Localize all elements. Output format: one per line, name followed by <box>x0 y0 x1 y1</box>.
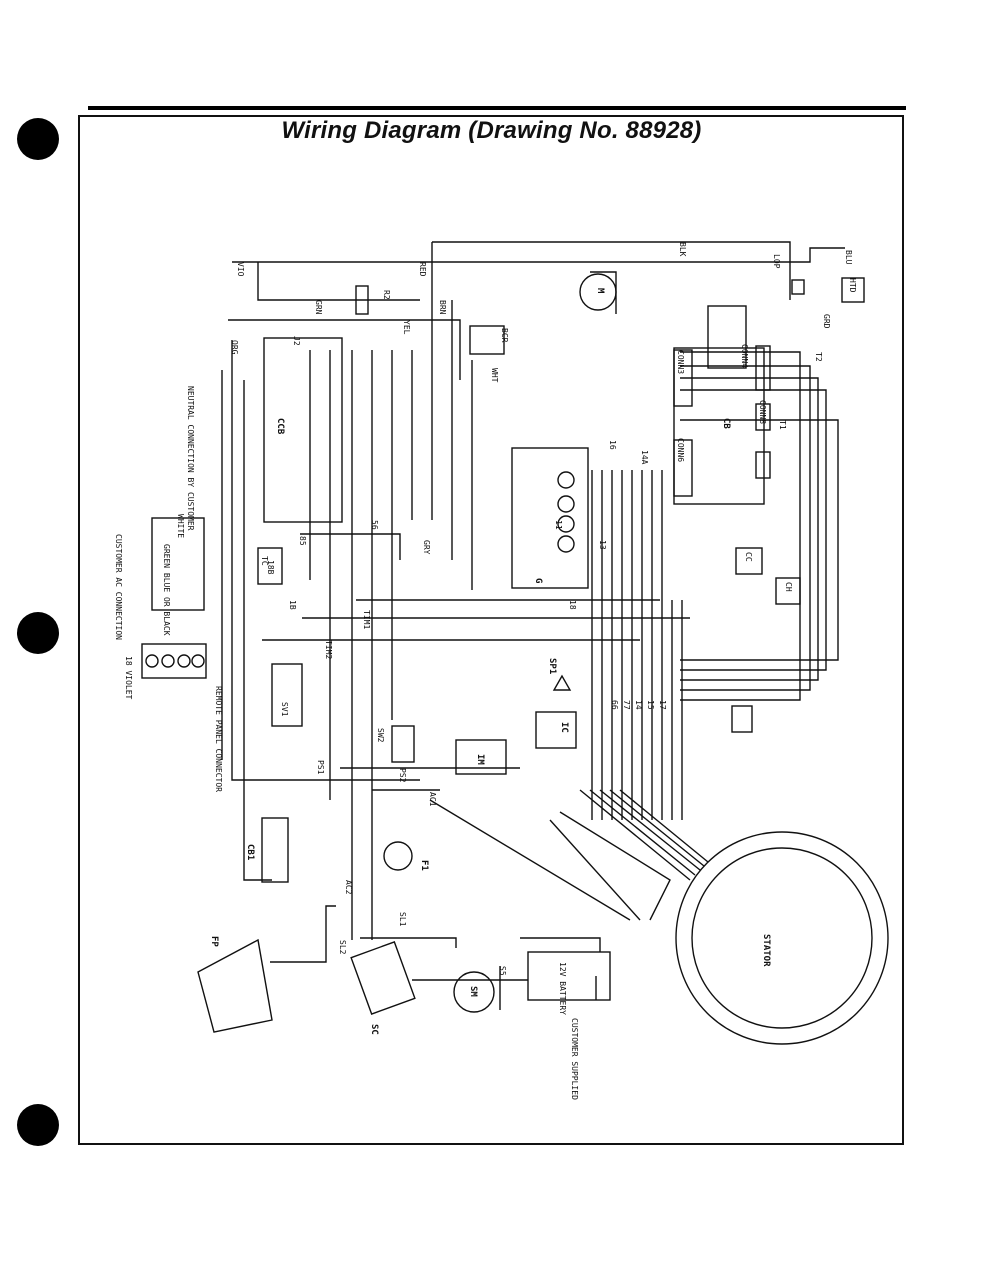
wire-label: AC2 <box>344 880 353 895</box>
wire-label: BLK <box>678 242 687 257</box>
wire-label: GRY <box>422 540 431 555</box>
ccb-label: CCB <box>275 418 285 435</box>
j2-label: J2 <box>292 336 301 346</box>
fuel-pump-label: FP <box>209 936 219 947</box>
wire-label: T2 <box>814 352 823 362</box>
governor-box <box>511 447 589 589</box>
f1-label: F1 <box>419 860 429 871</box>
wire-label: S5 <box>498 966 507 976</box>
tc-label: TC <box>260 556 269 566</box>
lop-label: LOP <box>772 254 781 269</box>
wire-label: 18 <box>568 600 577 610</box>
bcr-label: BCR <box>500 328 509 343</box>
battery <box>527 951 611 1001</box>
header-rule <box>88 106 906 110</box>
conn4-label: CONN4 <box>740 344 749 368</box>
sm-label: SM <box>468 986 478 997</box>
wire-label: T1 <box>778 420 787 430</box>
binder-hole-bottom <box>17 1104 59 1146</box>
neutral-label: NEUTRAL CONNECTION BY CUSTOMER <box>186 386 195 531</box>
battery-note: CUSTOMER SUPPLIED <box>570 1018 579 1100</box>
r2-label: R2 <box>382 290 391 300</box>
wire-label: 1B <box>288 600 297 610</box>
wire-label: 85 <box>298 536 307 546</box>
sp1-label: SP1 <box>547 658 557 674</box>
wire-label: SL1 <box>398 912 407 927</box>
stator-outer <box>675 831 889 1045</box>
remote-connector-label: REMOTE PANEL CONNECTOR <box>214 686 223 792</box>
cb1-label: CB1 <box>245 844 255 860</box>
stator-label: STATOR <box>761 934 771 967</box>
battery-label: 12V BATTERY <box>558 962 567 1015</box>
wire-label: BLU <box>844 250 853 265</box>
conn6-label: CONN6 <box>676 438 685 462</box>
wire-label: WHT <box>490 368 499 383</box>
green-blue-label: GREEN BLUE OR BLACK <box>162 544 171 636</box>
conn8-label: CONN8 <box>758 400 767 424</box>
wire-label: 16 <box>608 440 617 450</box>
conn3-label: CONN3 <box>676 350 685 374</box>
diagram-frame <box>78 115 904 1145</box>
wire-label: YEL <box>402 320 411 335</box>
page-title: Wiring Diagram (Drawing No. 88928) <box>281 117 702 144</box>
wire-label: RED <box>418 262 427 277</box>
binder-hole-middle <box>17 612 59 654</box>
cb-label: CB <box>721 418 731 429</box>
governor-label: G <box>533 578 543 583</box>
wire-label: 15 <box>646 700 655 710</box>
wire-label: PS2 <box>398 768 407 783</box>
wire-label: 77 <box>622 700 631 710</box>
wire-label: 18B <box>266 560 275 575</box>
white-label: WHITE <box>176 514 185 538</box>
htd-label: HTD <box>848 278 857 293</box>
wire-label: ORG <box>230 340 239 355</box>
sc-label: SC <box>369 1024 379 1035</box>
wire-label: 56 <box>370 520 379 530</box>
wire-label: SL2 <box>338 940 347 955</box>
sv1-label: SV1 <box>280 702 289 717</box>
wire-label: VIO <box>236 262 245 277</box>
starter-motor <box>453 971 495 1013</box>
wire-label: 13 <box>598 540 607 550</box>
binder-hole-top <box>17 118 59 160</box>
sw2-label: SW2 <box>376 728 385 743</box>
wire-label: BRN <box>438 300 447 315</box>
wire-label: GRN <box>314 300 323 315</box>
wire-label: PS1 <box>316 760 325 775</box>
wire-label: TIM2 <box>324 640 333 659</box>
wire-label: 11 <box>554 520 563 530</box>
motor-label: M <box>595 288 605 294</box>
wire-label: 66 <box>610 700 619 710</box>
wire-label: TIM1 <box>362 610 371 629</box>
violet-label: 18 VIOLET <box>124 656 133 700</box>
wire-label: 14A <box>640 450 649 465</box>
cc-label: CC <box>744 552 753 562</box>
ic-label: IC <box>559 722 569 733</box>
ch-label: CH <box>784 582 793 592</box>
ccb-box <box>263 337 343 523</box>
im-label: IM <box>475 754 485 765</box>
ground-label: GRD <box>822 314 831 329</box>
customer-ac-label: CUSTOMER AC CONNECTION <box>114 534 123 640</box>
controller-board <box>673 347 765 505</box>
wire-label: AC1 <box>428 792 437 807</box>
wire-label: 14 <box>634 700 643 710</box>
stator-inner <box>691 847 873 1029</box>
wire-label: 17 <box>658 700 667 710</box>
